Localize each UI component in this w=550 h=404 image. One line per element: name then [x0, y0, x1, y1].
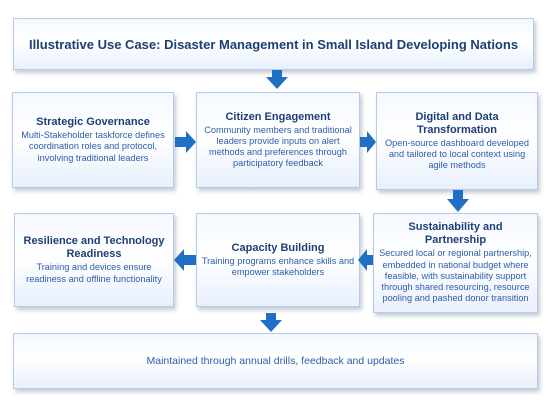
resilience-readiness-text: Training and devices ensure readiness an…	[26, 262, 162, 284]
arrow-left-capacity-to-resilience	[174, 249, 196, 271]
resilience-readiness-box: Resilience and Technology Readiness Trai…	[14, 213, 174, 307]
diagram-title: Illustrative Use Case: Disaster Manageme…	[28, 36, 519, 52]
citizen-engagement-text: Community members and traditional leader…	[204, 124, 352, 169]
sustainability-partnership-title: Sustainability and Partnership	[408, 221, 503, 247]
strategic-governance-title: Strategic Governance	[36, 116, 150, 129]
arrow-down-to-footer	[260, 313, 282, 332]
digital-transformation-box: Digital and Data Transformation Open-sou…	[376, 92, 538, 190]
citizen-engagement-title: Citizen Engagement	[225, 110, 331, 123]
sustainability-partnership-text: Secured local or regional partnership, e…	[379, 248, 532, 304]
citizen-engagement-box: Citizen Engagement Community members and…	[196, 92, 360, 188]
arrow-down-digital-to-sustainability	[447, 190, 469, 212]
arrow-down-header-to-engagement	[266, 70, 288, 89]
footer-box: Maintained through annual drills, feedba…	[13, 333, 538, 389]
arrow-left-sustainability-to-capacity-head	[358, 249, 373, 271]
resilience-readiness-title: Resilience and Technology Readiness	[23, 235, 165, 261]
header-box: Illustrative Use Case: Disaster Manageme…	[13, 18, 534, 70]
digital-transformation-text: Open-source dashboard developed and tail…	[384, 137, 530, 171]
sustainability-partnership-box: Sustainability and Partnership Secured l…	[373, 213, 538, 313]
strategic-governance-box: Strategic Governance Multi-Stakeholder t…	[12, 92, 174, 188]
digital-transformation-title: Digital and Data Transformation	[415, 110, 499, 136]
arrow-right-governance-to-engagement	[175, 131, 196, 153]
footer-text: Maintained through annual drills, feedba…	[146, 354, 405, 367]
capacity-building-text: Training programs enhance skills and emp…	[201, 255, 355, 277]
capacity-building-box: Capacity Building Training programs enha…	[196, 213, 360, 307]
strategic-governance-text: Multi-Stakeholder taskforce defines coor…	[21, 130, 165, 163]
arrow-right-engagement-to-digital	[360, 131, 376, 153]
capacity-building-title: Capacity Building	[231, 241, 325, 254]
